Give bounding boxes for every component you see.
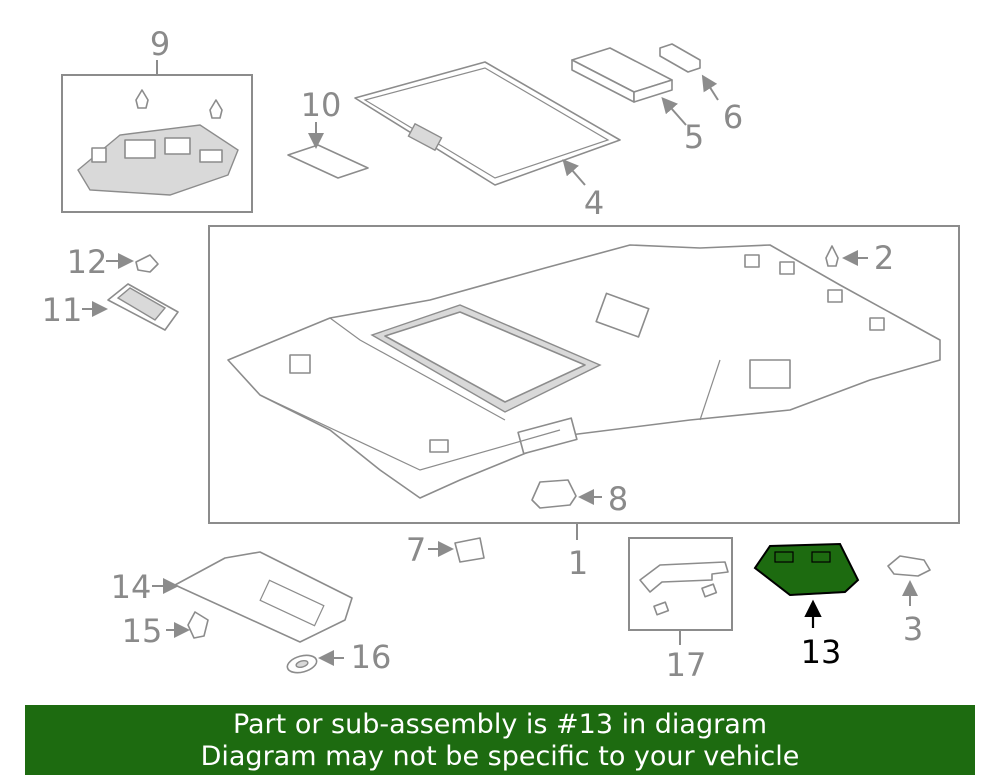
part-15 bbox=[166, 611, 209, 639]
callout-11: 11 bbox=[42, 291, 83, 329]
callout-10: 10 bbox=[301, 86, 342, 124]
callout-6: 6 bbox=[723, 98, 743, 136]
part-10 bbox=[287, 122, 369, 179]
callout-3: 3 bbox=[903, 610, 923, 648]
callout-12: 12 bbox=[67, 243, 108, 281]
part-8 bbox=[531, 479, 602, 509]
banner-line-2: Diagram may not be specific to your vehi… bbox=[200, 741, 800, 772]
part-2 bbox=[825, 245, 868, 267]
callout-7: 7 bbox=[406, 531, 426, 569]
part-7 bbox=[428, 537, 485, 563]
part-16 bbox=[286, 650, 344, 674]
callout-14: 14 bbox=[111, 568, 152, 606]
part-9-group bbox=[61, 60, 253, 213]
part-5 bbox=[571, 47, 687, 126]
part-11 bbox=[82, 283, 179, 331]
callout-1: 1 bbox=[568, 544, 588, 582]
part-14 bbox=[152, 551, 353, 643]
callout-5: 5 bbox=[684, 118, 704, 156]
callout-4: 4 bbox=[584, 184, 604, 222]
info-banner: Part or sub-assembly is #13 in diagram D… bbox=[25, 705, 975, 775]
part-6 bbox=[659, 43, 719, 101]
part-13-highlighted bbox=[753, 542, 860, 628]
callout-16: 16 bbox=[351, 638, 392, 676]
part-4 bbox=[354, 61, 621, 186]
callout-8: 8 bbox=[608, 480, 628, 518]
callout-13: 13 bbox=[801, 633, 842, 671]
callout-15: 15 bbox=[122, 612, 163, 650]
callout-9: 9 bbox=[150, 25, 170, 63]
part-1-group bbox=[208, 225, 960, 540]
callout-17: 17 bbox=[666, 646, 707, 684]
part-3 bbox=[887, 555, 931, 606]
banner-line-1: Part or sub-assembly is #13 in diagram bbox=[232, 709, 768, 740]
callout-2: 2 bbox=[874, 239, 894, 277]
part-12 bbox=[106, 253, 159, 273]
part-17-group bbox=[628, 537, 733, 645]
